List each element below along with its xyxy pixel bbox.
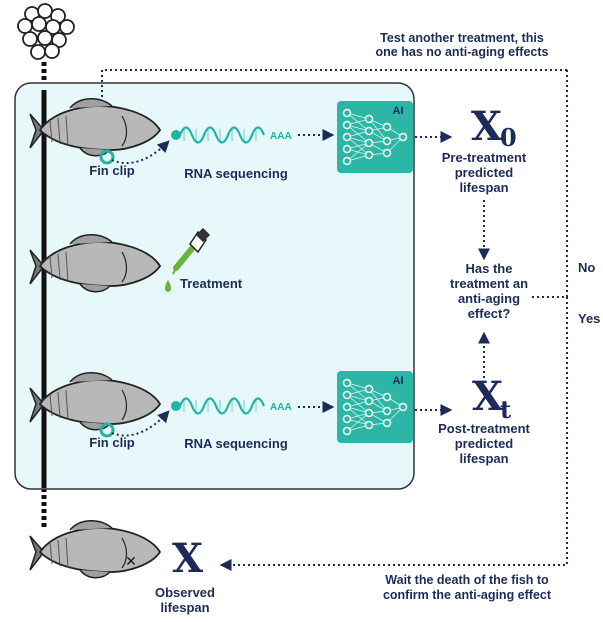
xt-subscript: t	[500, 395, 511, 424]
question-line2: treatment an	[450, 276, 528, 291]
branch-yes-label: Yes	[578, 311, 600, 326]
dead-fish-eye-icon: ✕	[125, 554, 137, 570]
wait-note-line1: Wait the death of the fish to	[385, 573, 549, 587]
x0-symbol: X	[471, 103, 502, 150]
treatment-label: Treatment	[180, 276, 243, 291]
question-line3: anti-aging	[458, 291, 520, 306]
rna-seq-label-2: RNA sequencing	[184, 436, 288, 451]
branch-no-label: No	[578, 260, 595, 275]
polya-tail-2: AAA	[270, 402, 292, 413]
fin-clip-label-2: Fin clip	[89, 435, 135, 450]
pre-treatment-line2: predicted	[455, 165, 514, 180]
pre-treatment-line3: lifespan	[459, 180, 508, 195]
x0-subscript: 0	[500, 123, 517, 152]
post-treatment-line3: lifespan	[459, 451, 508, 466]
observed-line1: Observed	[155, 585, 215, 600]
fish-icon-dead	[29, 519, 161, 579]
retest-note-line1: Test another treatment, this	[380, 31, 544, 45]
post-treatment-line2: predicted	[455, 436, 514, 451]
pre-treatment-line1: Pre-treatment	[442, 150, 527, 165]
retest-note-line2: one has no anti-aging effects	[376, 45, 549, 59]
ai-label-1: AI	[393, 105, 404, 117]
dropper-icon	[165, 227, 211, 292]
question-line1: Has the	[466, 261, 513, 276]
fin-clip-arrow	[111, 140, 170, 165]
x-observed-symbol: X	[172, 535, 203, 582]
fin-clip-label-1: Fin clip	[89, 163, 135, 178]
question-line4: effect?	[468, 306, 511, 321]
wait-note-line2: confirm the anti-aging effect	[383, 588, 552, 602]
ai-label-2: AI	[393, 375, 404, 387]
egg-cluster-icon	[17, 3, 75, 60]
fin-clip-arrow-2	[111, 410, 170, 437]
xt-symbol: X	[472, 373, 503, 420]
polya-tail-1: AAA	[270, 131, 292, 142]
post-treatment-line1: Post-treatment	[438, 421, 530, 436]
observed-line2: lifespan	[160, 600, 209, 615]
no-branch-line	[532, 70, 568, 298]
feedback-arrow-retest	[96, 69, 567, 115]
fin-clip-marker-icon-2	[99, 422, 115, 438]
fin-clip-marker-icon	[99, 149, 115, 165]
rna-seq-label-1: RNA sequencing	[184, 166, 288, 181]
